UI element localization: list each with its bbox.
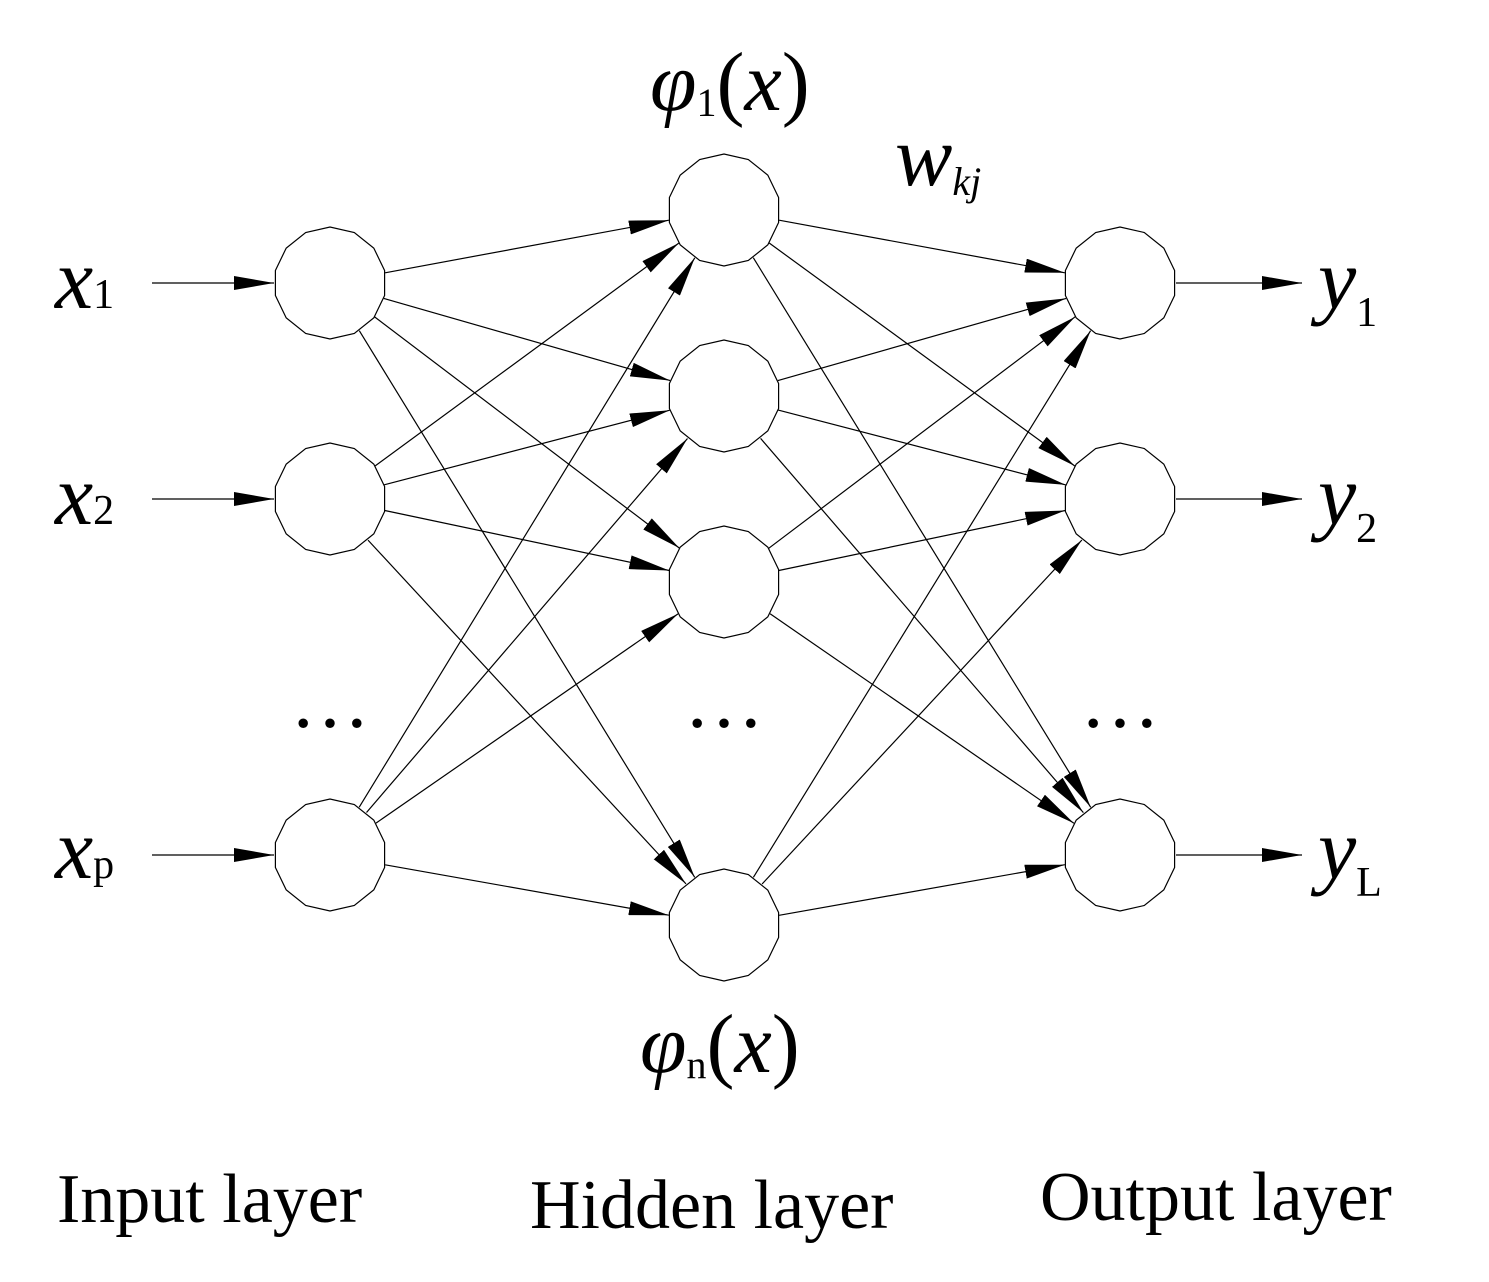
edge-input2-hidden2	[384, 409, 670, 486]
edge-hidden4-output2	[761, 539, 1083, 885]
edge-input2-hidden4	[367, 539, 687, 885]
hidden-neuron-4	[668, 868, 780, 982]
edge-hidden3-output2	[778, 509, 1066, 572]
input-neuron-1	[274, 226, 386, 340]
phi-subscript: n	[686, 1042, 706, 1087]
edge-hidden2-output2	[778, 409, 1066, 486]
input-neuron-3	[274, 798, 386, 912]
edge-input1-hidden1	[384, 219, 670, 274]
input-layer-caption: Input layer	[57, 1161, 362, 1238]
edge-input3-hidden3	[375, 613, 679, 824]
edge-input3-hidden2	[366, 438, 688, 813]
edge-hidden1-output1	[778, 219, 1066, 274]
edge-input1-hidden4	[358, 330, 696, 878]
edge-hidden2-output1	[777, 297, 1067, 382]
edge-input2-hidden1	[374, 242, 680, 467]
weight-subscript: kj	[952, 159, 981, 204]
input-label-base: x	[53, 447, 93, 543]
phi-symbol: φ	[640, 998, 686, 1091]
edge-hidden3-output1	[768, 316, 1076, 549]
output-label-base: y	[1310, 801, 1357, 897]
edge-input1-hidden3	[374, 316, 680, 549]
paren-open: (	[716, 36, 744, 129]
output-ellipsis: …	[1080, 657, 1160, 745]
hidden-neuron-2	[668, 339, 780, 453]
input-label-xp: xp	[53, 801, 114, 897]
input-ellipsis: …	[290, 657, 370, 745]
edge-hidden3-output3	[769, 613, 1075, 824]
weight-label: wkj	[895, 108, 981, 204]
edge-hidden4-output1	[752, 330, 1092, 878]
phi-subscript: 1	[696, 80, 716, 125]
output-label-base: y	[1310, 447, 1357, 543]
output-label-yL: yL	[1310, 801, 1382, 906]
paren-open: (	[706, 998, 734, 1091]
paren-close: )	[782, 36, 810, 129]
hidden-top-function-label: φ1(x)	[650, 36, 810, 129]
output-neuron-3	[1064, 798, 1176, 912]
input-label-sub: 1	[93, 272, 114, 318]
paren-close: )	[772, 998, 800, 1091]
output-neuron-1	[1064, 226, 1176, 340]
weight-base: w	[895, 108, 952, 204]
input-label-sub: 2	[93, 488, 114, 534]
phi-symbol: φ	[650, 36, 696, 129]
input-label-sub: p	[93, 842, 114, 888]
ellipsis-group: … … …	[290, 657, 1160, 745]
output-label-y2: y2	[1310, 447, 1377, 552]
output-label-base: y	[1310, 231, 1357, 327]
edge-input1-hidden2	[383, 297, 671, 382]
edge-hidden4-output3	[778, 864, 1066, 916]
phi-argument: x	[732, 998, 771, 1091]
input-label-x1: x1	[53, 231, 114, 327]
edge-input2-hidden3	[384, 509, 670, 572]
hidden-layer-caption: Hidden layer	[530, 1167, 893, 1244]
input-neuron-2	[274, 442, 386, 556]
input-label-base: x	[53, 231, 93, 327]
edge-input3-hidden4	[384, 864, 670, 916]
hidden-neuron-1	[668, 153, 780, 267]
hidden-ellipsis: …	[684, 657, 764, 745]
output-label-sub: 2	[1356, 506, 1377, 552]
hidden-neuron-3	[668, 525, 780, 639]
phi-argument: x	[742, 36, 781, 129]
edge-hidden2-output3	[760, 438, 1084, 813]
output-label-sub: L	[1356, 860, 1382, 906]
output-label-sub: 1	[1356, 290, 1377, 336]
io-arrows	[152, 276, 1302, 862]
edge-hidden1-output3	[752, 257, 1092, 808]
input-label-base: x	[53, 801, 93, 897]
edge-hidden1-output2	[768, 242, 1076, 467]
connection-edges	[358, 219, 1092, 916]
hidden-bottom-function-label: φn(x)	[640, 998, 800, 1091]
output-label-y1: y1	[1310, 231, 1377, 336]
edge-input3-hidden1	[358, 257, 696, 808]
neuron-nodes	[274, 153, 1176, 982]
output-neuron-2	[1064, 442, 1176, 556]
input-label-x2: x2	[53, 447, 114, 543]
output-layer-caption: Output layer	[1040, 1159, 1392, 1236]
